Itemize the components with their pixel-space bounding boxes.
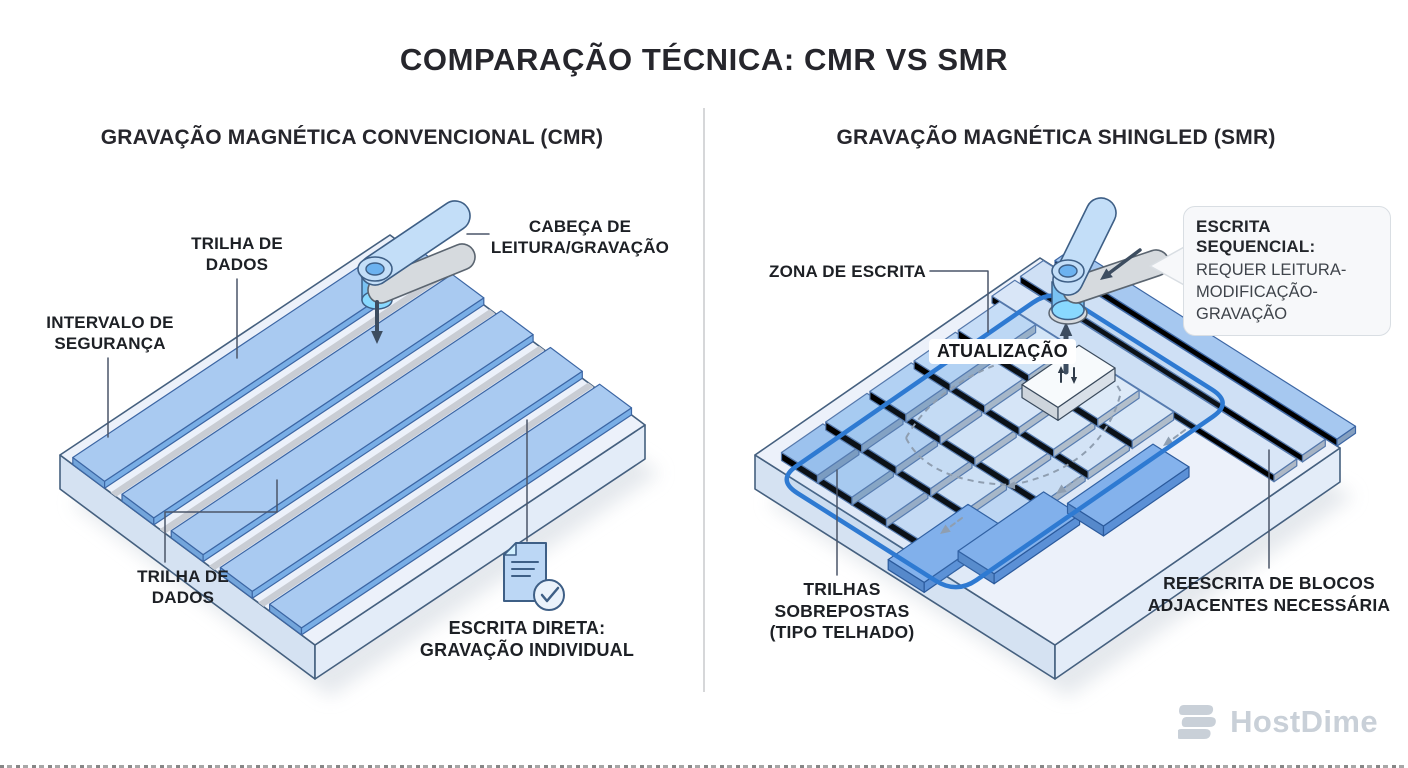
smr-sequential-write-callout: ESCRITA SEQUENCIAL: REQUER LEITURA-MODIF… (1183, 206, 1391, 337)
smr-leader-lines (836, 270, 1270, 576)
cmr-leader-lines (107, 233, 528, 563)
smr-label-update: ATUALIZAÇÃO (929, 339, 1076, 364)
smr-update-tile (1021, 344, 1116, 421)
hostdime-logo-icon (1178, 705, 1216, 739)
cmr-label-direct-write: ESCRITA DIRETA:GRAVAÇÃO INDIVIDUAL (419, 618, 635, 661)
cmr-panel-header: GRAVAÇÃO MAGNÉTICA CONVENCIONAL (CMR) (100, 126, 604, 149)
cmr-read-write-head-icon (357, 200, 476, 344)
panel-divider (703, 108, 705, 692)
page-title: COMPARAÇÃO TÉCNICA: CMR VS SMR (399, 42, 1009, 77)
watermark: HostDime (1178, 701, 1378, 743)
callout-body: REQUER LEITURA-MODIFICAÇÃO-GRAVAÇÃO (1196, 261, 1347, 323)
smr-label-write-zone: ZONA DE ESCRITA (769, 262, 926, 281)
bottom-artifact-strip (0, 765, 1408, 768)
cmr-platter (59, 234, 646, 680)
callout-title: ESCRITA SEQUENCIAL: (1196, 217, 1316, 256)
watermark-text: HostDime (1230, 704, 1378, 739)
smr-panel-header: GRAVAÇÃO MAGNÉTICA SHINGLED (SMR) (836, 126, 1276, 149)
smr-read-write-head-icon (1048, 197, 1170, 325)
cmr-document-check-icon (503, 542, 565, 611)
